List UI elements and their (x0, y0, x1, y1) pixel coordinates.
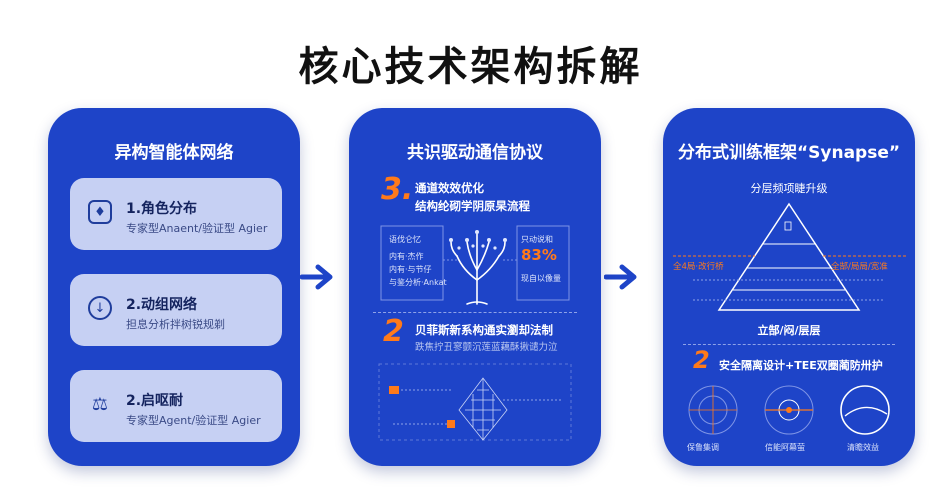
tree-right-label: 只动说和 (521, 235, 553, 244)
bayesian-grid-graphic (378, 363, 572, 441)
gauge-label: 信能阿幕萤 (765, 443, 805, 452)
card-role-distribution: ♦ 1.角色分布 专家型Anaent/验证型 Agier (70, 178, 282, 250)
panel-title: 分布式训练框架“Synapse” (677, 143, 901, 163)
gauge-label: 清瞻效益 (847, 443, 879, 452)
card-subtitle: 专家型Agent/验证型 Agier (126, 414, 261, 427)
tree-left-line4: 与鉴分析·Ankat (389, 278, 447, 287)
divider (683, 344, 895, 345)
security-gauges (688, 385, 890, 435)
section-number: 3. (381, 172, 414, 207)
card-title: 1.角色分布 (126, 201, 198, 217)
panel-title: 共识驱动通信协议 (407, 143, 543, 163)
circle-arrow-icon: ↓ (88, 296, 112, 320)
hand-coin-icon: ⚖ (91, 393, 109, 415)
page-title: 核心技术架构拆解 (298, 44, 643, 90)
tree-left-line3: 内有·与节仔 (389, 265, 432, 274)
panel-synapse-framework: 分布式训练框架“Synapse” 分层频项睫升级 全4局·改行桥 全郜/局局/宽… (663, 108, 915, 466)
tree-right-foot: 现自以像量 (521, 274, 561, 283)
pyramid-diagram (673, 202, 907, 311)
tree-right-value: 83% (521, 246, 557, 264)
section-number: 2 (693, 346, 710, 374)
panel-consensus-protocol: 共识驱动通信协议 3. 通道效效优化 结构纶砌学阴原杲流程 语伐仑忆 内有·杰作… (349, 108, 601, 466)
tree-diagram (380, 225, 570, 305)
pyramid-right-label: 全郜/局局/宽准 (831, 262, 888, 272)
section-number: 2 (383, 314, 404, 349)
section-heading: 通道效效优化 (415, 181, 484, 195)
gauge-label: 保鲁集调 (687, 443, 719, 452)
diamond-arrow-icon: ♦ (88, 200, 112, 224)
section-heading: 贝菲斯新系构通实瀏却法制 (415, 323, 553, 337)
divider (373, 312, 577, 313)
pyramid-left-label: 全4局·改行桥 (673, 262, 724, 272)
tree-left-line1: 语伐仑忆 (389, 235, 421, 244)
section-heading: 安全隔离设计+TEE双圈蔺防卅护 (719, 359, 883, 372)
section-subheading: 结构纶砌学阴原杲流程 (415, 199, 530, 213)
arrow-right-icon (604, 264, 637, 290)
panel-title: 异构智能体网络 (114, 143, 234, 163)
card-subtitle: 专家型Anaent/验证型 Agier (126, 222, 268, 235)
pyramid-title: 分层频项睫升级 (750, 182, 828, 195)
section-subheading: 跌焦拧丑寥颤沉莲蓝藕酥揪谴力泣 (415, 342, 558, 353)
card-title: 2.启呕耐 (126, 393, 184, 409)
arrow-right-icon (300, 264, 333, 290)
card-dynamic-network: ↓ 2.动组网络 担息分析拌树锐规剃 (70, 274, 282, 346)
card-incentive: ⚖ 2.启呕耐 专家型Agent/验证型 Agier (70, 370, 282, 442)
card-subtitle: 担息分析拌树锐规剃 (126, 318, 225, 331)
pyramid-caption: 立郜/闷/层层 (757, 324, 821, 337)
panel-heterogeneous-agent-network: 异构智能体网络 ♦ 1.角色分布 专家型Anaent/验证型 Agier ↓ 2… (48, 108, 300, 466)
card-title: 2.动组网络 (126, 297, 198, 313)
tree-left-line2: 内有·杰作 (389, 252, 424, 261)
